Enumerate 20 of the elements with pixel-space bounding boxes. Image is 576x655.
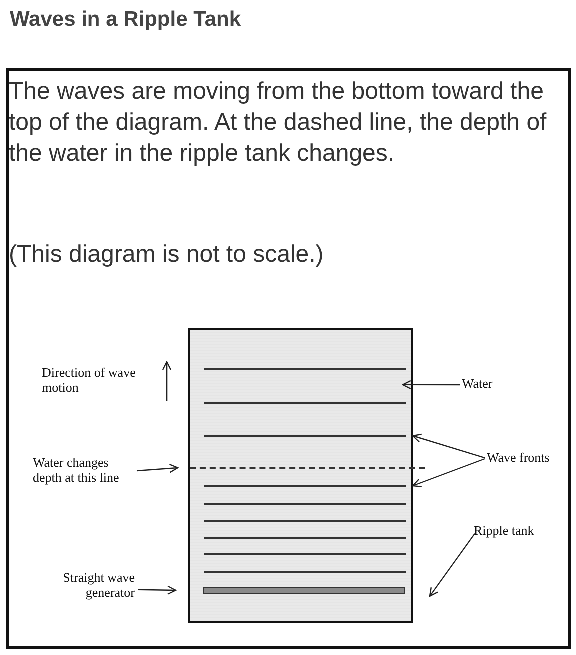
wave-generator-bar bbox=[203, 587, 405, 594]
callout-label: Water bbox=[462, 376, 522, 394]
leader-line bbox=[138, 586, 177, 595]
direction-label: Direction of wave motion bbox=[42, 365, 137, 395]
callout-label: Water changes depth at this line bbox=[33, 455, 133, 487]
leader-line bbox=[412, 458, 486, 488]
title: Waves in a Ripple Tank bbox=[10, 8, 242, 32]
leader-line bbox=[402, 380, 460, 390]
callout-label: Straight wave generator bbox=[43, 570, 135, 602]
wave-front-line bbox=[204, 485, 406, 487]
leader-line bbox=[429, 533, 476, 598]
wave-front-line bbox=[204, 435, 406, 437]
callout-label: Ripple tank bbox=[474, 523, 554, 541]
leader-line bbox=[412, 434, 486, 459]
question-panel bbox=[6, 68, 571, 649]
leader-line bbox=[136, 464, 179, 474]
callout-label: Wave fronts bbox=[487, 450, 572, 468]
description-text: The waves are moving from the bottom toward the top of the diagram. At the dashed line, the depth of the water in the ripple tank changes. bbox=[9, 77, 548, 169]
note-text: (This diagram is not to scale.) bbox=[9, 240, 325, 270]
dashed-depth-line bbox=[190, 467, 425, 469]
